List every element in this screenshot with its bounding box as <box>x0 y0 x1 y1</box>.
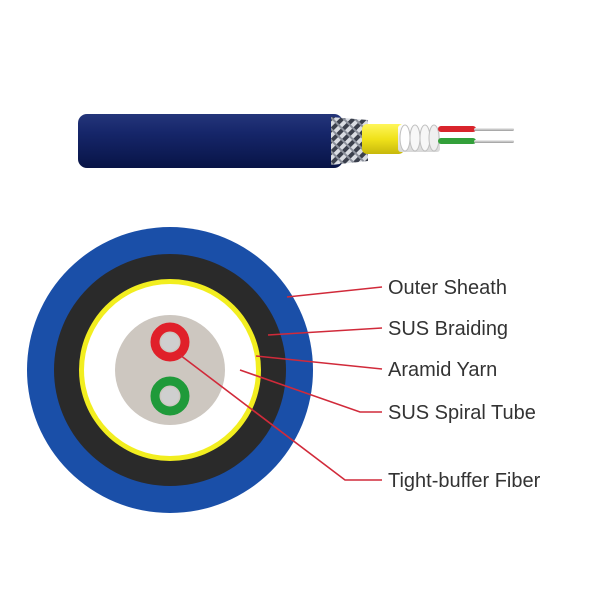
cable-side-view <box>78 114 514 168</box>
label-sus-braiding: SUS Braiding <box>388 318 508 340</box>
leader-sus-braiding <box>267 327 383 336</box>
cable-spiral-tube <box>398 124 440 152</box>
labels: Outer Sheath SUS Braiding Aramid Yarn SU… <box>388 277 541 492</box>
label-outer-sheath: Outer Sheath <box>388 277 507 299</box>
cable-fiber-core-top <box>474 128 514 131</box>
cable-fiber-red <box>438 126 476 132</box>
leader-sus-spiral-tube <box>239 369 382 413</box>
label-tight-buffer-fiber: Tight-buffer Fiber <box>388 470 541 492</box>
fiber-red-icon <box>150 322 190 362</box>
cable-cross-section <box>27 227 313 513</box>
label-sus-spiral-tube: SUS Spiral Tube <box>388 402 536 424</box>
cable-outer-jacket <box>78 114 343 168</box>
cable-fiber-green <box>438 138 476 144</box>
leader-lines <box>179 286 383 481</box>
leader-tight-buffer-fiber <box>179 354 382 481</box>
leader-outer-sheath <box>286 286 383 298</box>
cable-fiber-core-bottom <box>474 140 514 143</box>
leader-aramid-yarn <box>255 355 383 370</box>
core-filler <box>115 315 225 425</box>
fiber-green-icon <box>150 376 190 416</box>
cable-braiding <box>331 117 368 165</box>
label-aramid-yarn: Aramid Yarn <box>388 359 497 381</box>
fiber-red-core <box>161 333 179 351</box>
fiber-green-core <box>161 387 179 405</box>
cable-aramid-yarn <box>362 124 404 154</box>
